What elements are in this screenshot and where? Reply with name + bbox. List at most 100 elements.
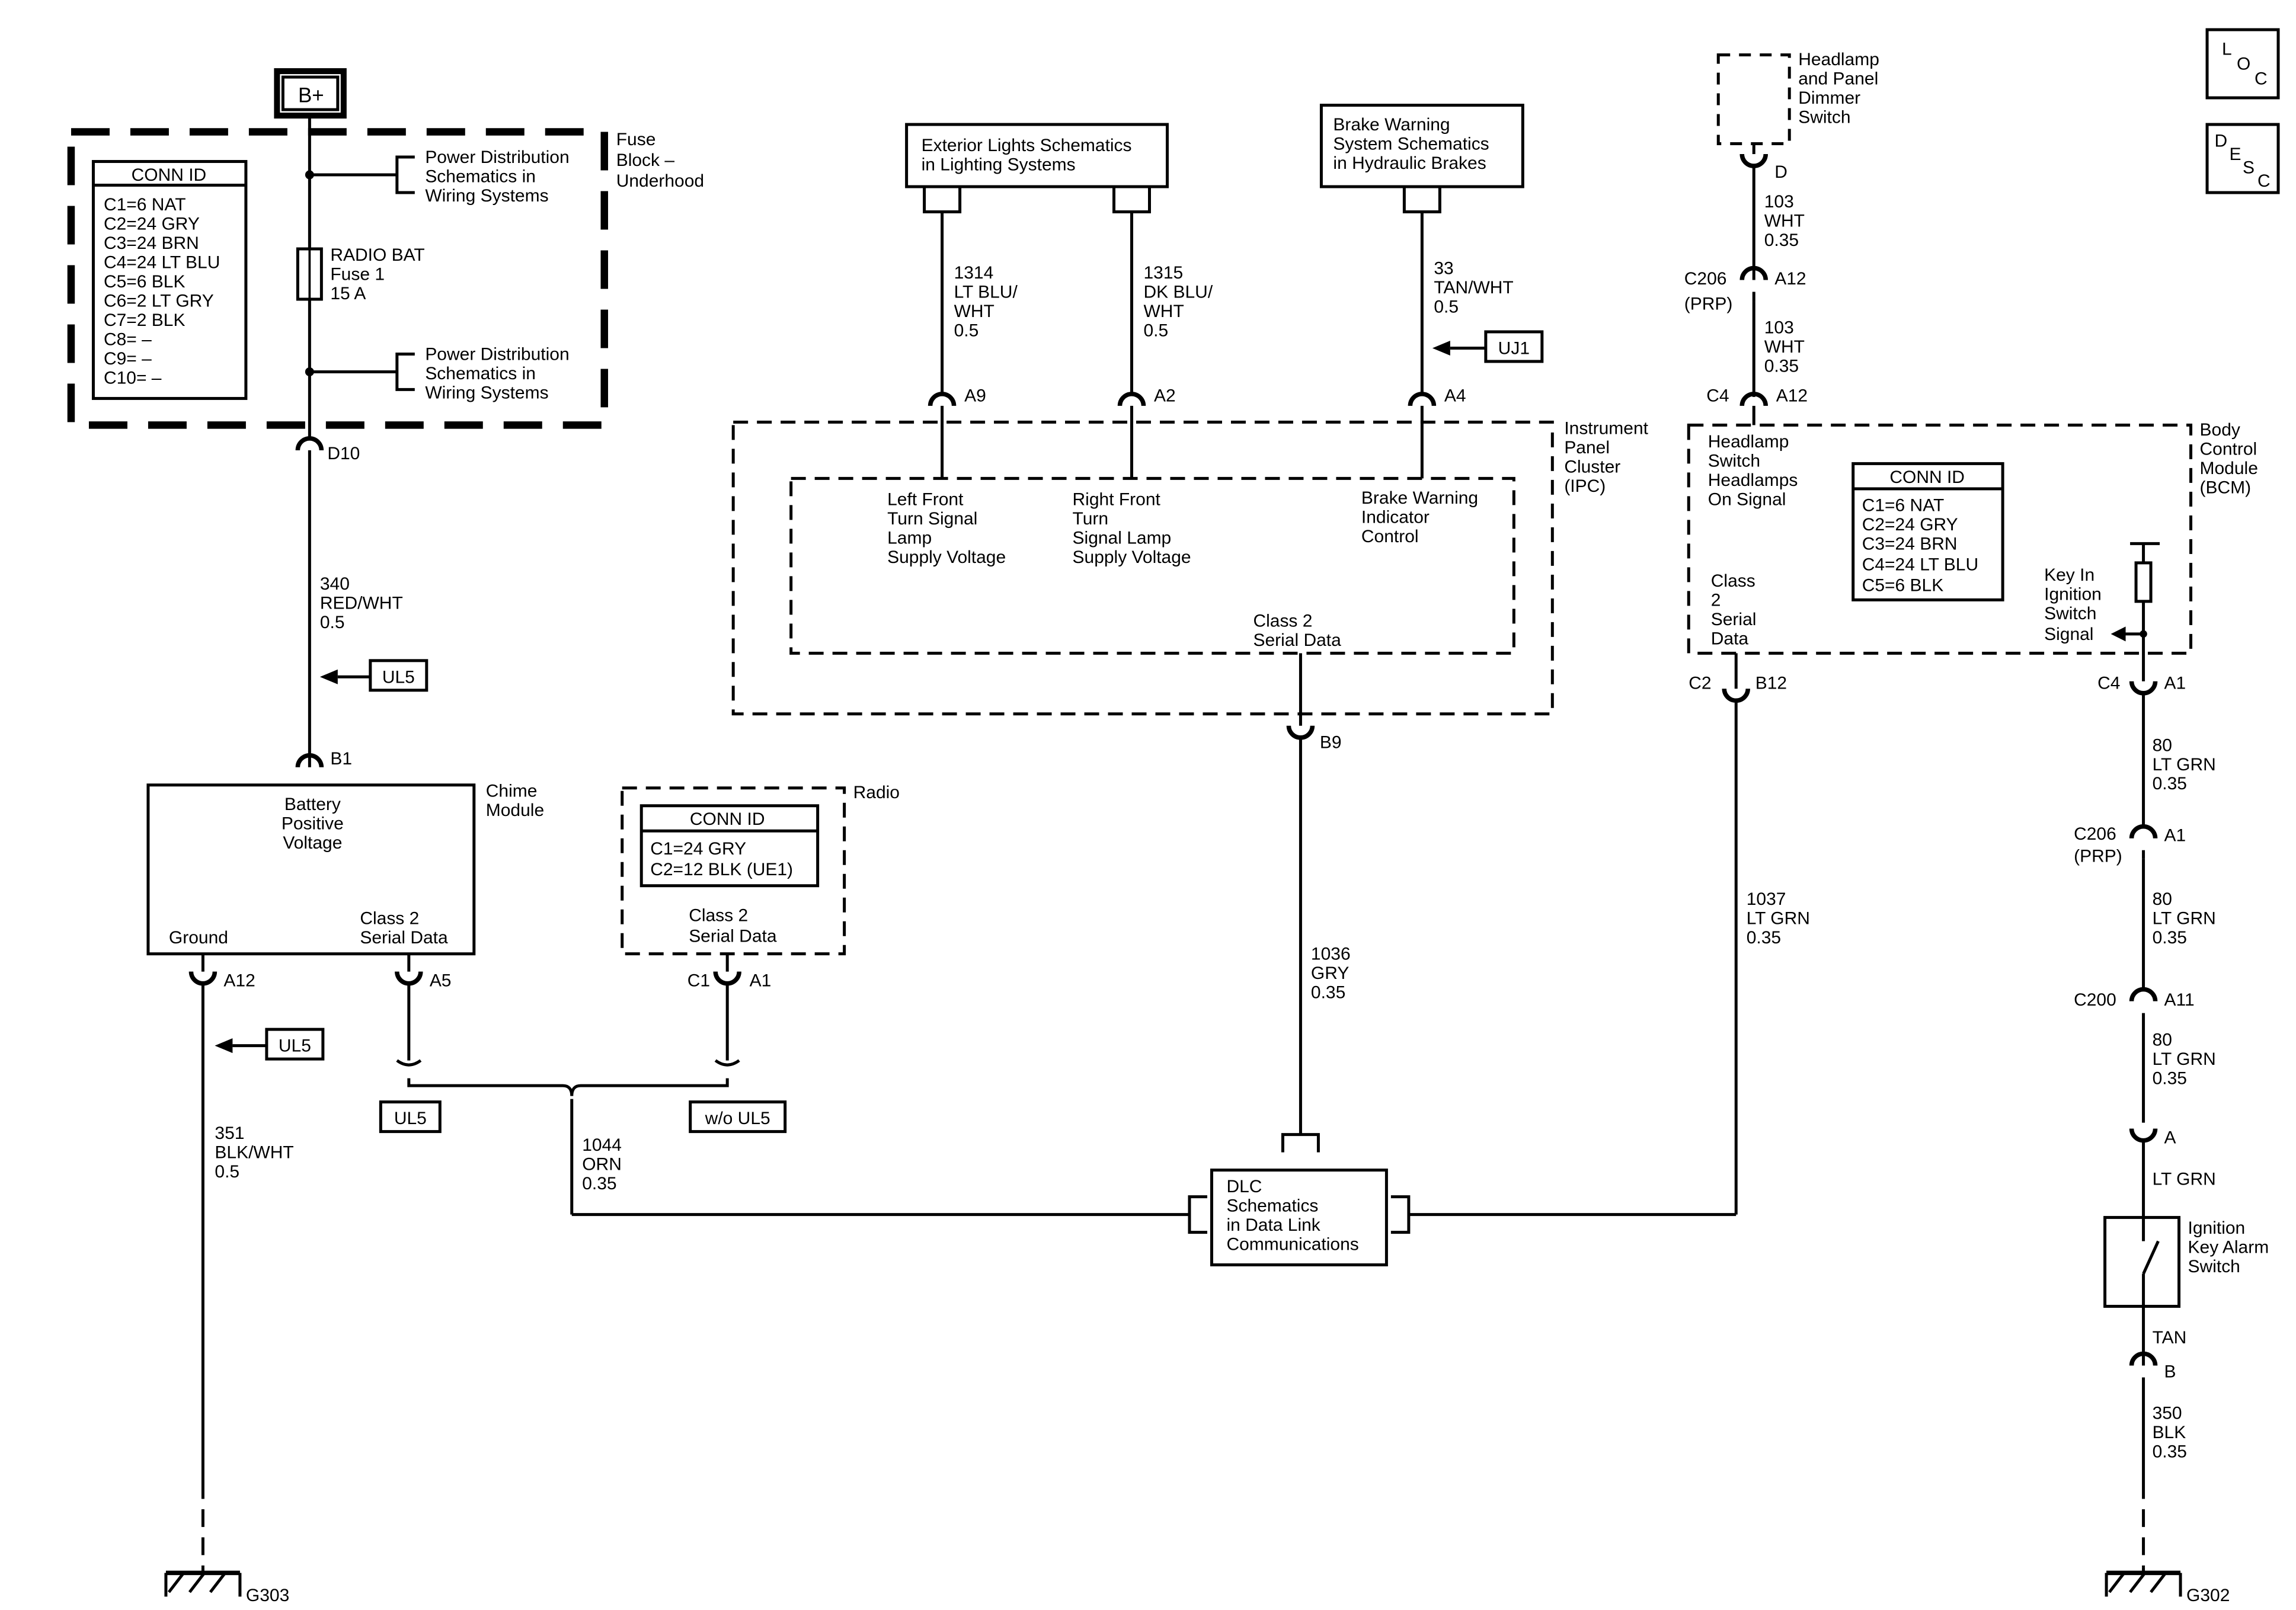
svg-text:0.5: 0.5 <box>215 1162 239 1182</box>
svg-text:1037: 1037 <box>1747 889 1786 909</box>
svg-text:CONN ID: CONN ID <box>1889 468 1965 487</box>
svg-text:GRY: GRY <box>1311 964 1349 983</box>
svg-text:UL5: UL5 <box>394 1109 427 1128</box>
instrument-panel-cluster: A9 A2 A4 Instrument Panel Cluster (IPC) … <box>731 386 1649 752</box>
fuse-block-label-3: Underhood <box>616 171 704 191</box>
svg-text:and Panel: and Panel <box>1798 69 1878 89</box>
svg-text:System Schematics: System Schematics <box>1333 135 1489 154</box>
svg-text:1315: 1315 <box>1144 263 1184 283</box>
svg-text:B12: B12 <box>1755 673 1787 693</box>
svg-text:C8= –: C8= – <box>104 329 152 349</box>
exterior-lights-schematics-ref[interactable]: Exterior Lights Schematics in Lighting S… <box>905 123 1169 214</box>
wire-1314: 1314 LT BLU/ WHT 0.5 <box>941 212 1018 394</box>
dlc-schematics-ref[interactable]: DLC Schematics in Data Link Communicatio… <box>1188 1169 1411 1267</box>
svg-text:C10= –: C10= – <box>104 368 162 388</box>
svg-text:A5: A5 <box>430 971 452 991</box>
brake-warning-schematics-ref[interactable]: Brake Warning System Schematics in Hydra… <box>1319 104 1524 214</box>
svg-text:Serial: Serial <box>1711 610 1757 629</box>
svg-text:B1: B1 <box>330 749 352 769</box>
svg-text:L: L <box>2222 40 2232 59</box>
svg-text:0.35: 0.35 <box>2153 1442 2187 1461</box>
svg-text:Signal Lamp: Signal Lamp <box>1073 528 1172 548</box>
svg-text:G303: G303 <box>246 1586 289 1605</box>
power-distribution-ref-top[interactable]: Power Distribution Schematics in Wiring … <box>309 148 570 206</box>
svg-text:On Signal: On Signal <box>1708 489 1786 509</box>
svg-text:E: E <box>2230 145 2241 164</box>
svg-text:C3=24 BRN: C3=24 BRN <box>104 233 199 253</box>
ground-g303: G303 <box>164 1567 289 1605</box>
desc-symbol[interactable]: D E S C <box>2205 123 2280 194</box>
svg-text:A11: A11 <box>2164 990 2195 1010</box>
svg-text:Key In: Key In <box>2044 565 2094 585</box>
svg-text:C: C <box>2255 69 2268 89</box>
svg-text:Positive: Positive <box>282 814 344 834</box>
svg-text:Headlamp: Headlamp <box>1798 50 1879 69</box>
svg-text:C4=24 LT BLU: C4=24 LT BLU <box>1862 555 1978 574</box>
wire-103-lower: 103 WHT 0.35 <box>1752 302 1805 397</box>
svg-text:in Lighting Systems: in Lighting Systems <box>922 155 1076 175</box>
svg-text:Wiring Systems: Wiring Systems <box>425 186 548 206</box>
svg-text:A9: A9 <box>964 386 986 405</box>
svg-text:Class: Class <box>1711 571 1755 591</box>
svg-text:Headlamp: Headlamp <box>1708 432 1789 452</box>
svg-text:0.35: 0.35 <box>2153 928 2187 948</box>
svg-text:LT GRN: LT GRN <box>2153 1049 2216 1069</box>
svg-text:Wiring Systems: Wiring Systems <box>425 383 548 402</box>
svg-text:C1=6 NAT: C1=6 NAT <box>1862 495 1945 515</box>
svg-text:2: 2 <box>1711 590 1721 610</box>
headlamp-panel-dimmer-switch: Headlamp and Panel Dimmer Switch D <box>1716 50 1879 182</box>
svg-text:103: 103 <box>1764 192 1794 212</box>
svg-text:Switch: Switch <box>2188 1257 2240 1276</box>
fuse-block-conn-id: CONN ID C1=6 NAT C2=24 GRY C3=24 BRN C4=… <box>91 160 248 400</box>
svg-text:340: 340 <box>320 574 350 594</box>
svg-text:LT GRN: LT GRN <box>2153 755 2216 774</box>
svg-text:Signal: Signal <box>2044 625 2093 644</box>
svg-text:Brake Warning: Brake Warning <box>1361 488 1478 508</box>
svg-text:Supply Voltage: Supply Voltage <box>1073 548 1191 567</box>
wire-1044: 1044 ORN 0.35 <box>570 1099 1189 1217</box>
svg-text:A1: A1 <box>2164 673 2186 693</box>
svg-text:Lamp: Lamp <box>887 528 932 548</box>
svg-text:Right Front: Right Front <box>1073 489 1161 509</box>
svg-text:TAN: TAN <box>2153 1328 2187 1347</box>
svg-text:in Data Link: in Data Link <box>1226 1215 1320 1235</box>
svg-text:D: D <box>2215 132 2228 151</box>
svg-text:Serial Data: Serial Data <box>1253 630 1341 650</box>
svg-text:Turn: Turn <box>1073 509 1109 529</box>
svg-text:C2=12 BLK (UE1): C2=12 BLK (UE1) <box>650 860 793 879</box>
ground-g302: G302 <box>2105 1567 2230 1605</box>
svg-text:D: D <box>1774 162 1787 182</box>
svg-text:Switch: Switch <box>1798 108 1850 127</box>
radio: Radio CONN ID C1=24 GRY C2=12 BLK (UE1) … <box>621 783 900 991</box>
wire-351: 351 BLK/WHT 0.5 <box>201 983 294 1567</box>
loc-symbol[interactable]: L O C <box>2205 28 2280 100</box>
svg-text:Headlamps: Headlamps <box>1708 470 1798 490</box>
b-plus-symbol: B+ <box>274 68 347 119</box>
svg-text:Module: Module <box>2200 459 2258 478</box>
svg-text:0.35: 0.35 <box>2153 774 2187 793</box>
svg-text:0.35: 0.35 <box>1764 231 1799 250</box>
wire-350: 350 BLK 0.35 <box>2142 1377 2187 1567</box>
svg-text:CONN ID: CONN ID <box>690 809 765 829</box>
wire-1315: 1315 DK BLU/ WHT 0.5 <box>1130 212 1213 394</box>
wire-103-upper: 103 WHT 0.35 <box>1752 166 1805 280</box>
svg-text:A2: A2 <box>1154 386 1176 405</box>
svg-text:Module: Module <box>486 801 544 820</box>
svg-text:UL5: UL5 <box>279 1036 311 1056</box>
svg-text:Ignition: Ignition <box>2188 1218 2246 1238</box>
svg-text:C206: C206 <box>1684 269 1727 289</box>
svg-text:C4: C4 <box>1706 386 1729 405</box>
svg-text:A12: A12 <box>1774 269 1806 289</box>
svg-text:Brake Warning: Brake Warning <box>1333 115 1450 135</box>
svg-text:1314: 1314 <box>954 263 994 283</box>
svg-text:Panel: Panel <box>1564 438 1610 457</box>
wire-1037: 1037 LT GRN 0.35 <box>1408 700 1810 1217</box>
svg-text:0.5: 0.5 <box>320 613 345 632</box>
svg-text:A1: A1 <box>750 971 772 991</box>
svg-text:Body: Body <box>2200 420 2240 440</box>
radio-bat-fuse: RADIO BAT Fuse 1 15 A <box>296 245 425 303</box>
svg-text:Indicator: Indicator <box>1361 507 1430 527</box>
svg-text:(IPC): (IPC) <box>1564 476 1606 496</box>
power-distribution-ref-bottom[interactable]: Power Distribution Schematics in Wiring … <box>309 344 570 402</box>
svg-text:350: 350 <box>2153 1403 2182 1423</box>
